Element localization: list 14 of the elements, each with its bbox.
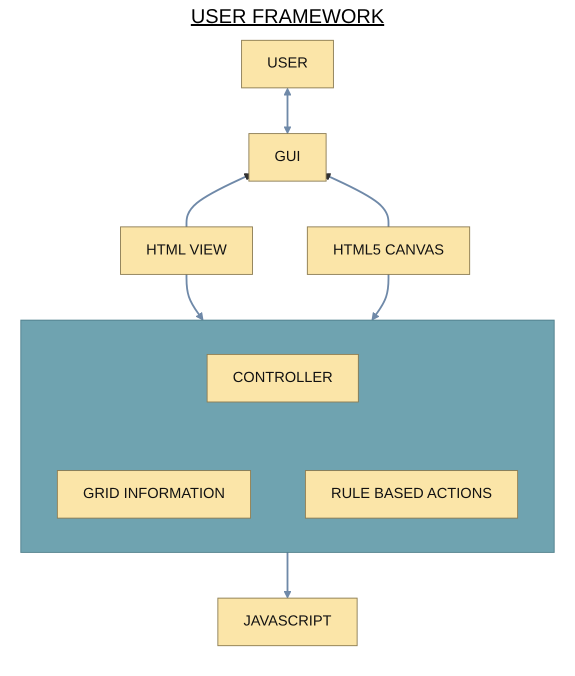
node-box: HTML VIEW — [120, 226, 253, 275]
arrow — [283, 552, 292, 598]
cluster — [20, 320, 555, 553]
node-box: RULE BASED ACTIONS — [304, 470, 518, 519]
node-box: GRID INFORMATION — [56, 470, 252, 519]
arrow — [372, 274, 390, 320]
node-box: CONTROLLER — [206, 354, 359, 402]
diagram-title: USER FRAMEWORK — [190, 6, 386, 29]
node-box: JAVASCRIPT — [217, 598, 358, 646]
node-box: GUI — [248, 133, 327, 182]
arrow — [186, 274, 204, 320]
node-box: HTML5 CANVAS — [306, 226, 470, 275]
node-box: USER — [241, 40, 334, 88]
arrow — [283, 88, 292, 134]
